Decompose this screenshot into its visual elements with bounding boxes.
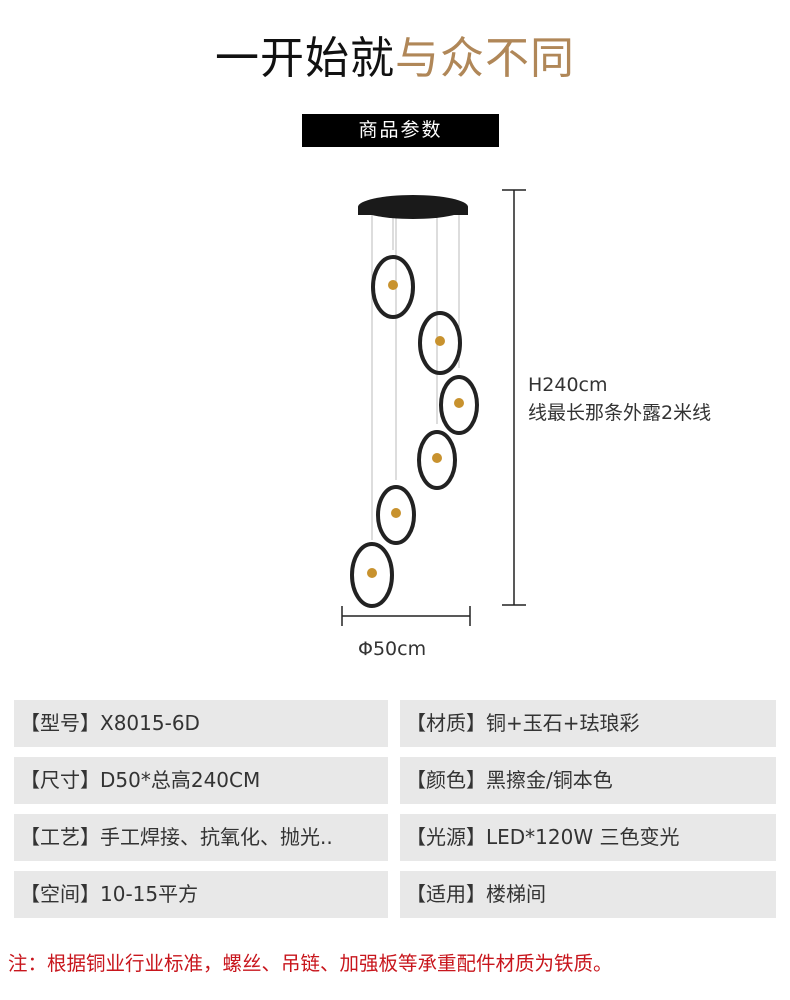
spec-model: 【型号】X8015-6D bbox=[14, 700, 388, 747]
spec-color: 【颜色】黑擦金/铜本色 bbox=[400, 757, 776, 804]
diameter-label: Φ50cm bbox=[358, 638, 427, 660]
spec-craft: 【工艺】手工焊接、抗氧化、抛光.. bbox=[14, 814, 388, 861]
rings bbox=[350, 255, 479, 608]
spec-space: 【空间】10-15平方 bbox=[14, 871, 388, 918]
section-label: 商品参数 bbox=[302, 114, 499, 147]
title-accent: 与众不同 bbox=[395, 33, 575, 84]
material-note: 注：根据铜业行业标准，螺丝、吊链、加强板等承重配件材质为铁质。 bbox=[8, 952, 613, 975]
height-label: H240cm bbox=[528, 374, 608, 396]
page-title: 一开始就与众不同 bbox=[0, 22, 790, 86]
lamp-illustration bbox=[341, 189, 526, 626]
spec-size: 【尺寸】D50*总高240CM bbox=[14, 757, 388, 804]
spec-material: 【材质】铜+玉石+珐琅彩 bbox=[400, 700, 776, 747]
spec-light-source: 【光源】LED*120W 三色变光 bbox=[400, 814, 776, 861]
spec-usage: 【适用】楼梯间 bbox=[400, 871, 776, 918]
dimension-lines bbox=[341, 189, 526, 626]
ornaments bbox=[367, 280, 464, 578]
wire-note: 线最长那条外露2米线 bbox=[528, 402, 712, 424]
title-dark: 一开始就 bbox=[215, 33, 395, 84]
